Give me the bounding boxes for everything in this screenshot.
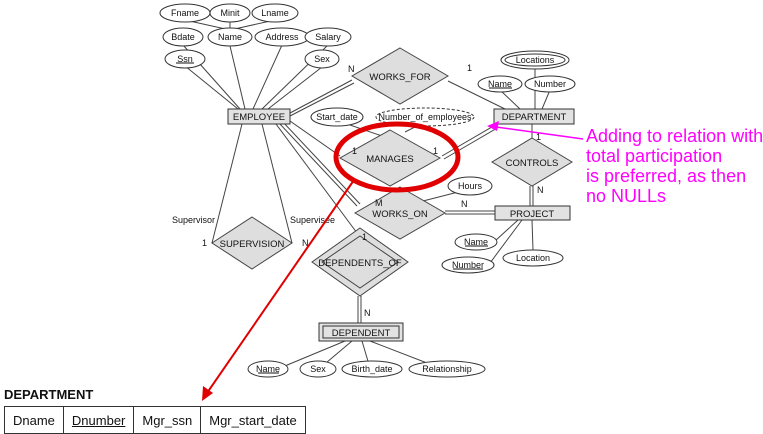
- entity-project: PROJECT: [510, 209, 555, 220]
- entity-employee: EMPLOYEE: [233, 112, 285, 123]
- rel-supervision: SUPERVISION: [220, 239, 285, 250]
- relation-row: Dname Dnumber Mgr_ssn Mgr_start_date: [4, 406, 306, 434]
- attr-name: Name: [218, 32, 242, 42]
- relationship-labels: WORKS_FOR MANAGES CONTROLS WORKS_ON SUPE…: [220, 72, 559, 269]
- note-arrow-line: [495, 126, 584, 140]
- note-line-3: is preferred, as then: [586, 166, 747, 186]
- card-works-for-dept: 1: [467, 63, 472, 73]
- card-works-on-proj: N: [461, 199, 468, 209]
- attr-fname: Fname: [171, 8, 199, 18]
- attr-dept-name: Name: [488, 79, 512, 89]
- card-works-for-emp: N: [348, 64, 355, 74]
- attr-sex: Sex: [314, 54, 330, 64]
- relation-column: Mgr_start_date: [200, 406, 306, 434]
- rel-controls: CONTROLS: [506, 158, 559, 169]
- note-arrow-head: [487, 121, 499, 131]
- attr-ssn: Ssn: [177, 54, 193, 64]
- card-controls-proj: N: [537, 185, 544, 195]
- entity-boxes: [227, 108, 575, 342]
- relation-table: Dname Dnumber Mgr_ssn Mgr_start_date: [4, 406, 306, 434]
- card-dependents-emp: 1: [362, 232, 367, 242]
- relation-title: DEPARTMENT: [4, 387, 94, 402]
- attr-proj-number: Number: [452, 260, 484, 270]
- card-manages-dept: 1: [433, 146, 438, 156]
- role-supervisee: Supervisee: [290, 215, 335, 225]
- rel-works-for: WORKS_FOR: [369, 72, 430, 83]
- card-dependents-dep: N: [364, 308, 371, 318]
- relation-column: Mgr_ssn: [133, 406, 202, 434]
- attr-dep-name: Name: [256, 364, 280, 374]
- highlight-circle: [333, 121, 461, 193]
- attr-locations: Locations: [516, 55, 555, 65]
- card-supervision-supervisor: 1: [202, 238, 207, 248]
- entity-department: DEPARTMENT: [502, 112, 567, 123]
- attr-dep-sex: Sex: [310, 364, 326, 374]
- attr-start-date: Start_date: [316, 112, 358, 122]
- pointer-arrow-head: [202, 386, 213, 401]
- attr-bdate: Bdate: [171, 32, 195, 42]
- attr-proj-name: Name: [464, 237, 488, 247]
- card-supervision-supervisee: N: [302, 238, 309, 248]
- attr-relationship: Relationship: [422, 364, 472, 374]
- rel-manages: MANAGES: [366, 154, 414, 165]
- attr-minit: Minit: [220, 8, 240, 18]
- note-line-4: no NULLs: [586, 186, 667, 206]
- note-line-2: total participation: [586, 146, 723, 166]
- entity-dependent: DEPENDENT: [332, 328, 391, 339]
- attr-lname: Lname: [261, 8, 289, 18]
- attribute-labels: Fname Minit Lname Bdate Name Address Sal…: [171, 8, 566, 374]
- pointer-arrow-line: [206, 179, 355, 394]
- entity-labels: EMPLOYEE DEPARTMENT PROJECT DEPENDENT: [233, 112, 567, 339]
- relationship-diamonds: [211, 47, 573, 297]
- attribute-ovals: [159, 3, 576, 378]
- attr-dept-number: Number: [534, 79, 566, 89]
- relation-column: Dname: [4, 406, 64, 434]
- card-works-on-emp: M: [375, 198, 383, 208]
- key-underlines: [176, 62, 512, 374]
- attr-address: Address: [265, 32, 299, 42]
- rel-works-on: WORKS_ON: [372, 209, 428, 220]
- relation-key-column: Dnumber: [62, 406, 135, 434]
- attr-location: Location: [516, 253, 550, 263]
- attr-number-of-employees: Number_of_employees: [378, 112, 472, 122]
- note-line-1: Adding to relation with: [586, 126, 763, 146]
- card-controls-dept: 1: [536, 132, 541, 142]
- attr-salary: Salary: [315, 32, 341, 42]
- cardinality-labels: N 1 1 1 1 N M N 1 N 1 N Supervisor Super…: [172, 63, 544, 318]
- card-manages-emp: 1: [352, 146, 357, 156]
- annotation-note: Adding to relation with total participat…: [586, 126, 763, 206]
- role-supervisor: Supervisor: [172, 215, 215, 225]
- attr-birth-date: Birth_date: [351, 364, 392, 374]
- rel-dependents-of: DEPENDENTS_OF: [318, 258, 402, 269]
- attr-hours: Hours: [458, 181, 483, 191]
